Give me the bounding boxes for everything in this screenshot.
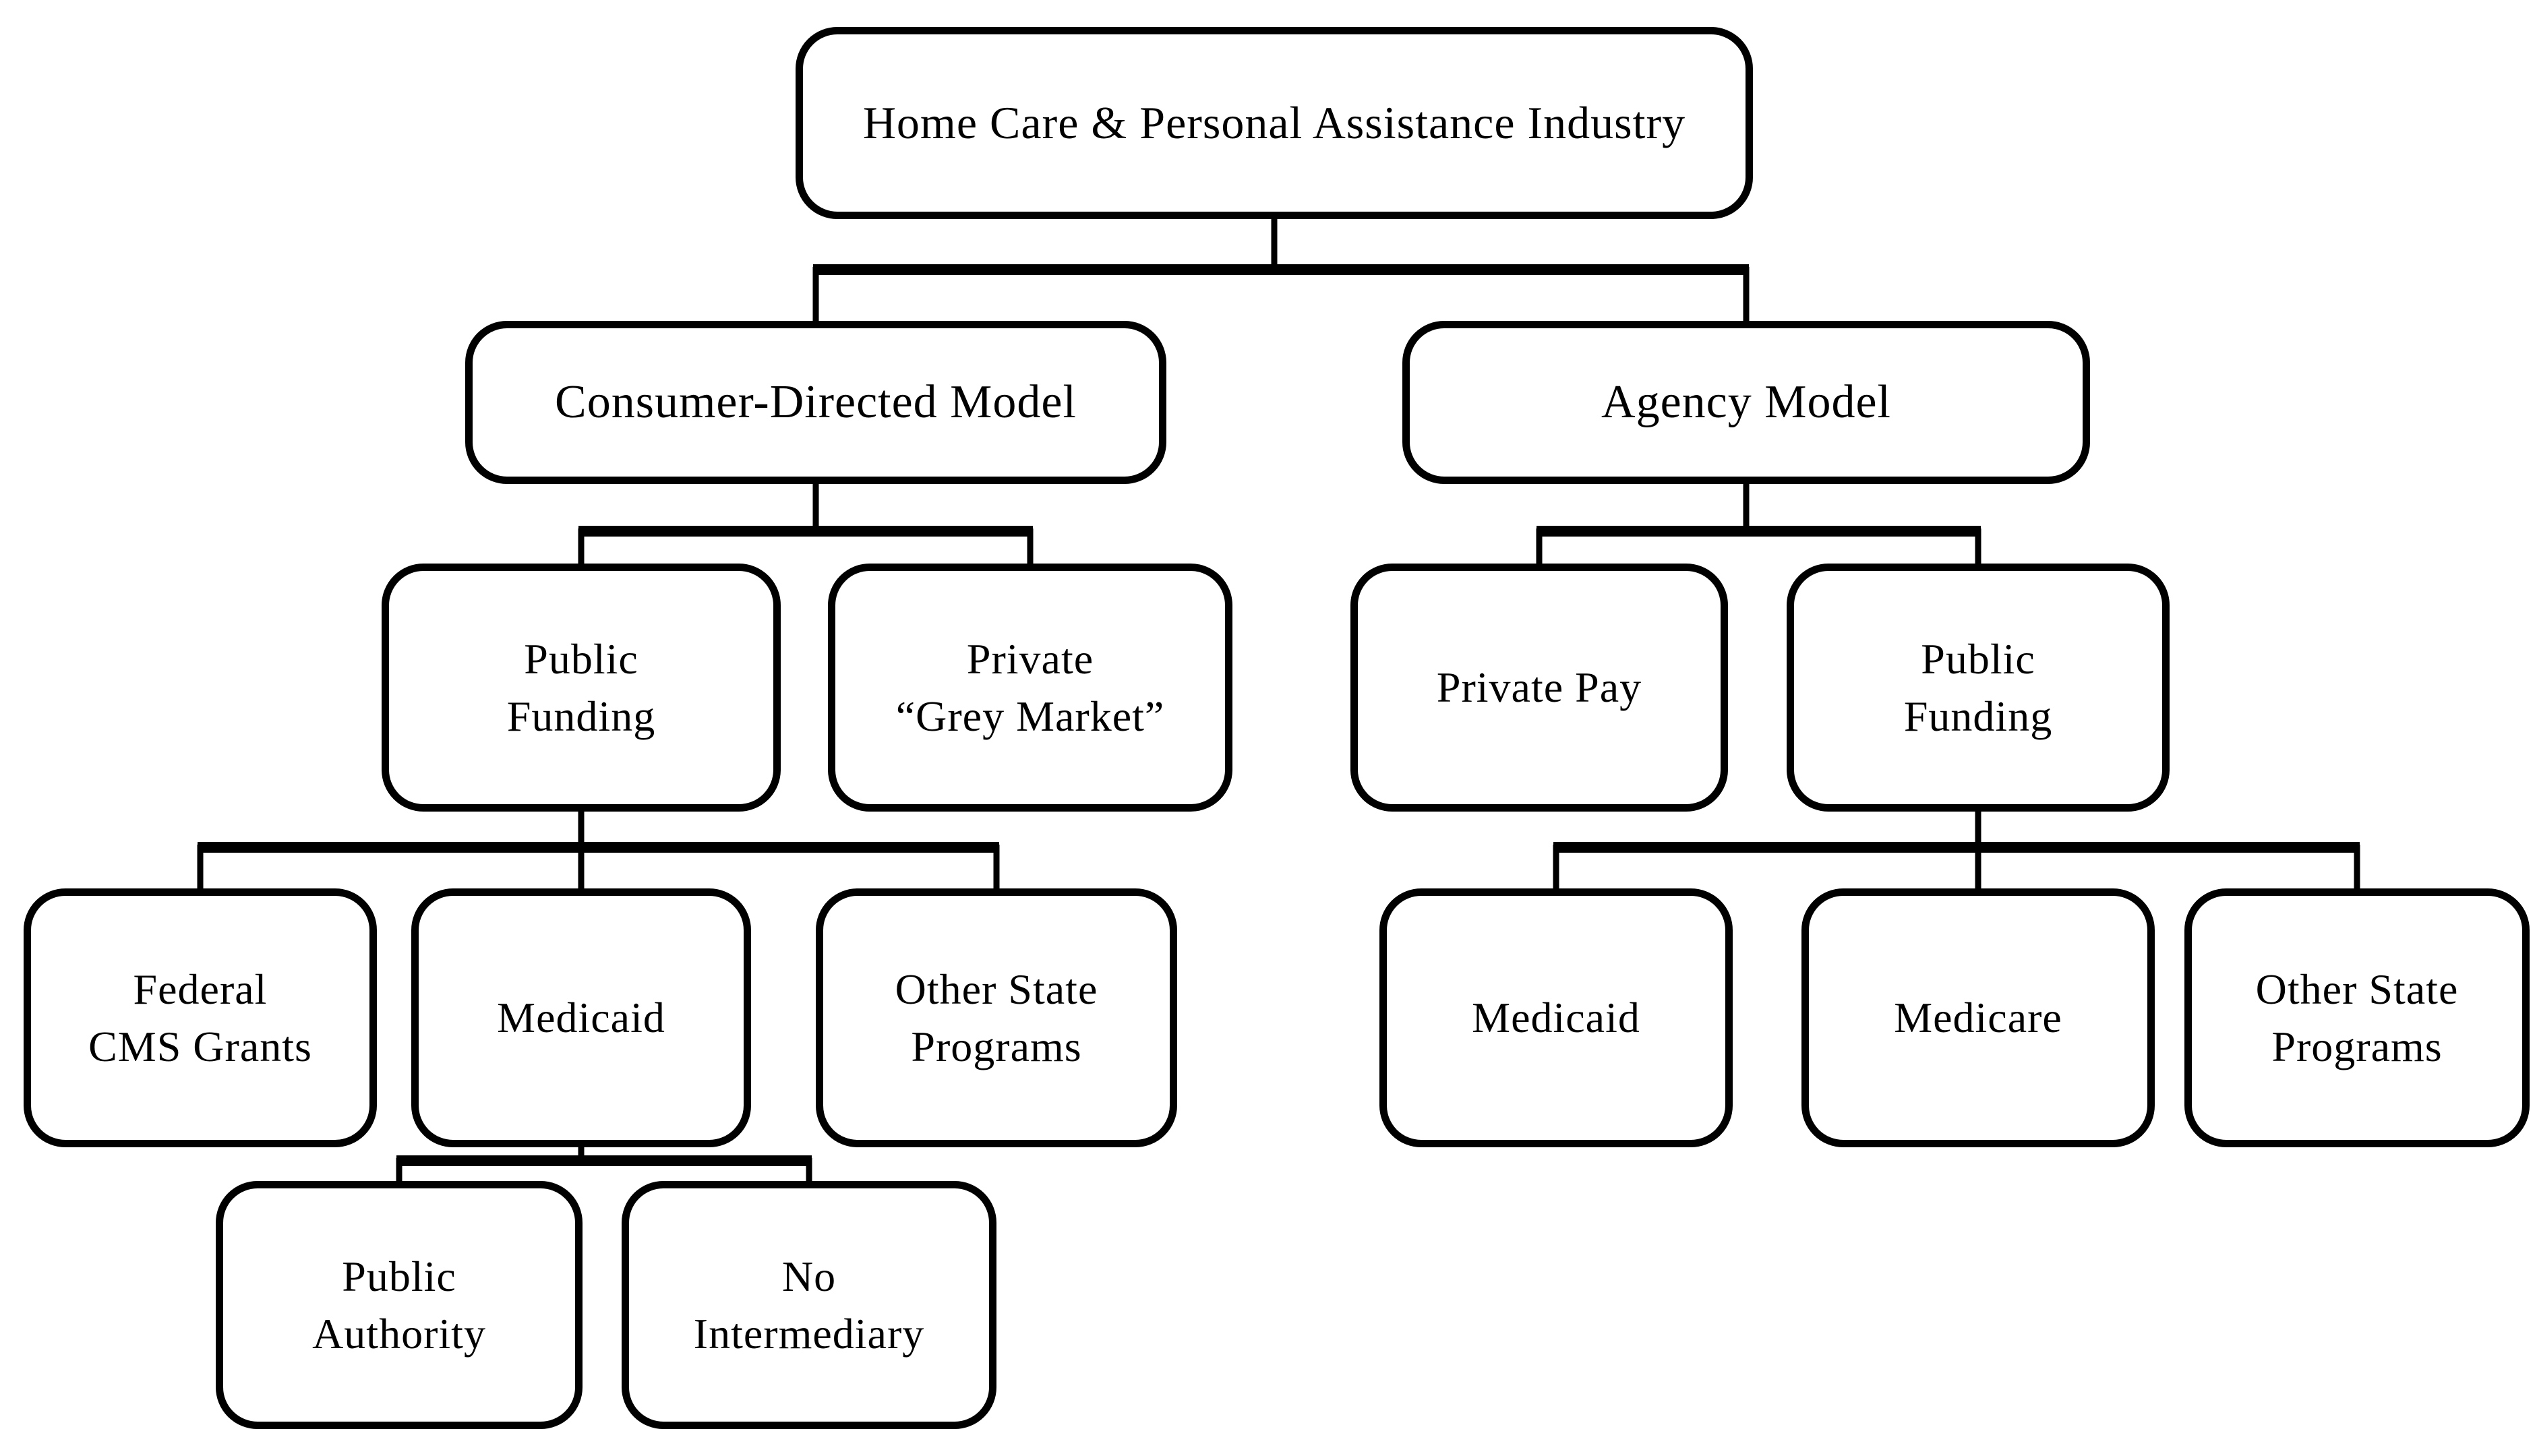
node-agency-model: Agency Model <box>1402 321 2090 484</box>
node-medicaid-agency-label: Medicaid <box>1472 994 1640 1042</box>
node-private-pay: Private Pay <box>1350 564 1728 812</box>
node-home-care-industry: Home Care & Personal Assistance Industry <box>796 27 1753 219</box>
node-medicaid-agency: Medicaid <box>1379 888 1733 1147</box>
node-consumer-directed-model: Consumer-Directed Model <box>465 321 1166 484</box>
node-medicaid-consumer: Medicaid <box>411 888 751 1147</box>
node-private-grey-market-label: Private “Grey Market” <box>895 634 1165 740</box>
node-other-state-programs-consumer-label: Other State Programs <box>895 965 1098 1070</box>
node-public-funding-agency-label: Public Funding <box>1903 634 2053 740</box>
node-agency-model-label: Agency Model <box>1601 376 1891 429</box>
node-home-care-industry-label: Home Care & Personal Assistance Industry <box>862 97 1686 149</box>
node-private-pay-label: Private Pay <box>1436 663 1642 712</box>
node-no-intermediary-label: No Intermediary <box>693 1252 925 1358</box>
node-federal-cms-grants: Federal CMS Grants <box>24 888 377 1147</box>
node-medicare-label: Medicare <box>1894 994 2062 1042</box>
node-other-state-programs-consumer: Other State Programs <box>816 888 1177 1147</box>
node-public-funding-agency: Public Funding <box>1787 564 2170 812</box>
node-public-funding-consumer: Public Funding <box>382 564 781 812</box>
node-no-intermediary: No Intermediary <box>622 1181 996 1429</box>
node-other-state-programs-agency-label: Other State Programs <box>2255 965 2459 1070</box>
node-medicaid-consumer-label: Medicaid <box>497 994 665 1042</box>
node-medicare: Medicare <box>1801 888 2155 1147</box>
node-other-state-programs-agency: Other State Programs <box>2184 888 2530 1147</box>
node-public-funding-consumer-label: Public Funding <box>506 634 656 740</box>
node-consumer-directed-model-label: Consumer-Directed Model <box>555 376 1077 429</box>
node-public-authority: Public Authority <box>216 1181 583 1429</box>
node-private-grey-market: Private “Grey Market” <box>828 564 1232 812</box>
node-public-authority-label: Public Authority <box>312 1252 486 1358</box>
node-federal-cms-grants-label: Federal CMS Grants <box>88 965 312 1070</box>
